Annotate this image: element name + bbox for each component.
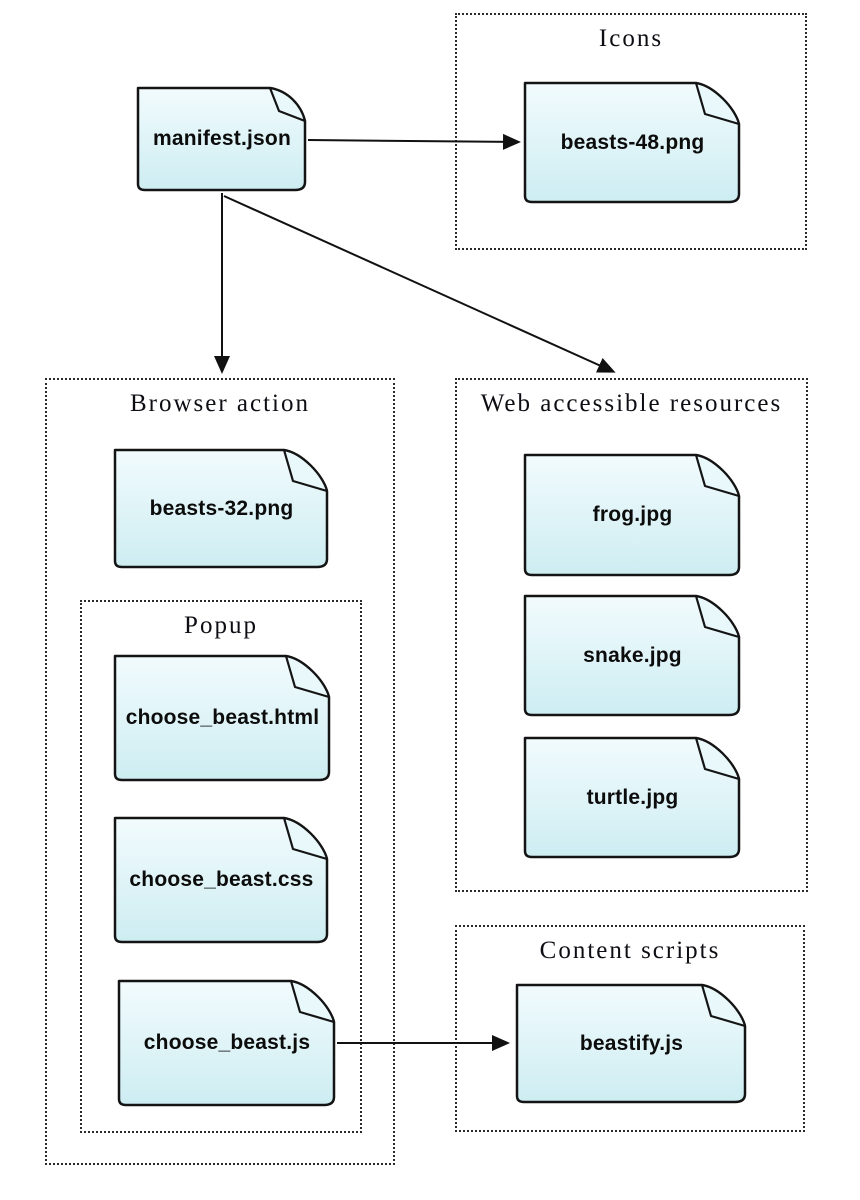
file-choose-beast-html-label: choose_beast.html [125, 706, 320, 729]
file-manifest-json: manifest.json [136, 85, 308, 193]
file-frog-jpg-label: frog.jpg [592, 503, 673, 526]
group-content-scripts: Content scripts [455, 925, 805, 1132]
file-choose-beast-js: choose_beast.js [117, 978, 337, 1108]
file-beasts-48-png-label: beasts-48.png [560, 130, 705, 154]
document-icon [113, 654, 331, 782]
document-icon [515, 983, 747, 1104]
document-icon [523, 736, 741, 859]
file-beastify-js-label: beastify.js [579, 1031, 684, 1055]
group-web-accessible-resources-label: Web accessible resources [480, 390, 783, 417]
file-snake-jpg: snake.jpg [523, 593, 742, 718]
group-popup: Popup [80, 600, 362, 1133]
group-icons: Icons [455, 13, 807, 250]
group-browser-action-label: Browser action [129, 390, 311, 417]
file-manifest-json-label: manifest.json [153, 127, 291, 150]
file-snake-jpg-label: snake.jpg [583, 643, 682, 667]
file-turtle-jpg: turtle.jpg [523, 735, 742, 860]
document-icon [136, 86, 307, 192]
document-icon [523, 453, 741, 577]
file-choose-beast-css-label: choose_beast.css [129, 868, 314, 891]
document-icon [113, 816, 329, 944]
file-beasts-32-png: beasts-32.png [113, 447, 330, 570]
file-choose-beast-html: choose_beast.html [113, 653, 332, 783]
file-beasts-48-png: beasts-48.png [523, 80, 742, 205]
group-browser-action: Browser action [45, 378, 395, 1165]
document-icon [117, 979, 336, 1107]
file-beasts-32-png-label: beasts-32.png [149, 496, 294, 520]
group-content-scripts-label: Content scripts [539, 937, 721, 964]
group-popup-label: Popup [184, 612, 258, 639]
file-beastify-js: beastify.js [515, 982, 748, 1105]
file-turtle-jpg-label: turtle.jpg [586, 785, 679, 809]
file-choose-beast-css: choose_beast.css [113, 815, 330, 945]
document-icon [523, 594, 741, 717]
file-frog-jpg: frog.jpg [523, 452, 742, 578]
file-choose-beast-js-label: choose_beast.js [143, 1031, 311, 1054]
group-web-accessible-resources: Web accessible resources [455, 378, 808, 892]
document-icon [113, 448, 329, 569]
group-icons-label: Icons [598, 25, 664, 52]
